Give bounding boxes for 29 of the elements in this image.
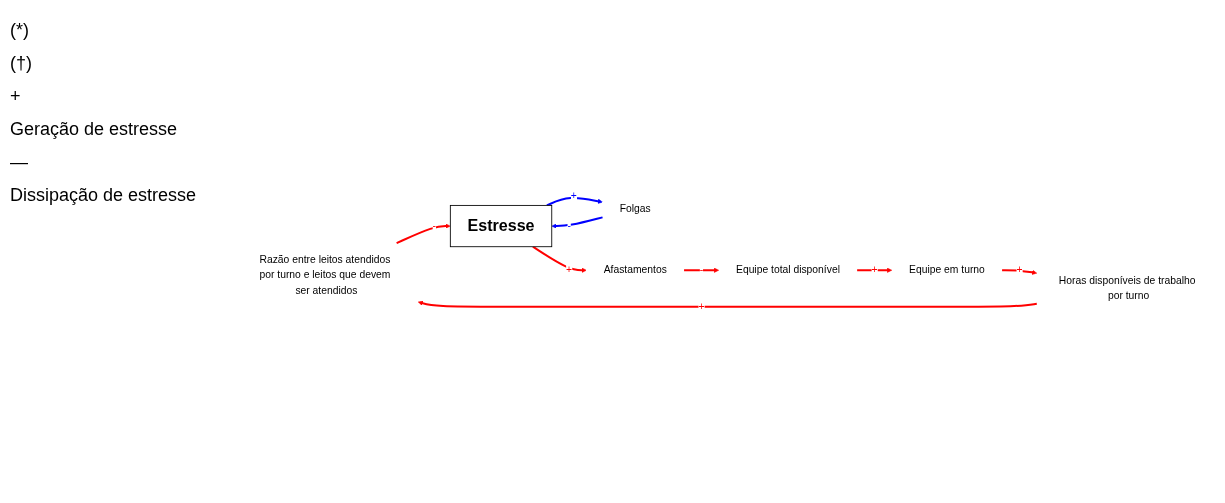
edge-label: - <box>567 220 571 232</box>
node-box: Estresse <box>449 204 553 248</box>
arrow <box>1002 269 1038 275</box>
arrow <box>551 216 603 229</box>
arrow <box>532 245 587 273</box>
node-text: Horas disponíveis de trabalho por turno <box>1058 274 1196 302</box>
node-text: Razão entre leitos atendidos por turno e leitos que devem ser atendidos <box>259 253 391 296</box>
arrow <box>684 267 719 273</box>
edge-label: - <box>432 220 436 232</box>
note-text: (*) <box>10 20 30 41</box>
note-text: Dissipação de estresse <box>10 185 198 206</box>
note-text: — <box>10 152 29 173</box>
edge-label: + <box>871 264 878 276</box>
arrow <box>546 197 603 207</box>
note-text: (†) <box>10 53 33 74</box>
edge-label: - <box>699 264 704 276</box>
note-text: Geração de estresse <box>10 119 179 140</box>
node-text: Equipe total disponível <box>735 264 840 276</box>
edge-label: + <box>698 300 705 313</box>
arrow <box>417 300 1037 308</box>
node-text: Equipe em turno <box>909 264 985 276</box>
edge-label: + <box>570 190 577 202</box>
arrow <box>396 223 451 245</box>
edge-label: + <box>1016 264 1023 276</box>
note-text: + <box>10 86 22 107</box>
edge-label: + <box>566 264 573 276</box>
node-text: Afastamentos <box>603 264 667 276</box>
node-text: Folgas <box>619 202 651 215</box>
arrow <box>857 267 893 273</box>
